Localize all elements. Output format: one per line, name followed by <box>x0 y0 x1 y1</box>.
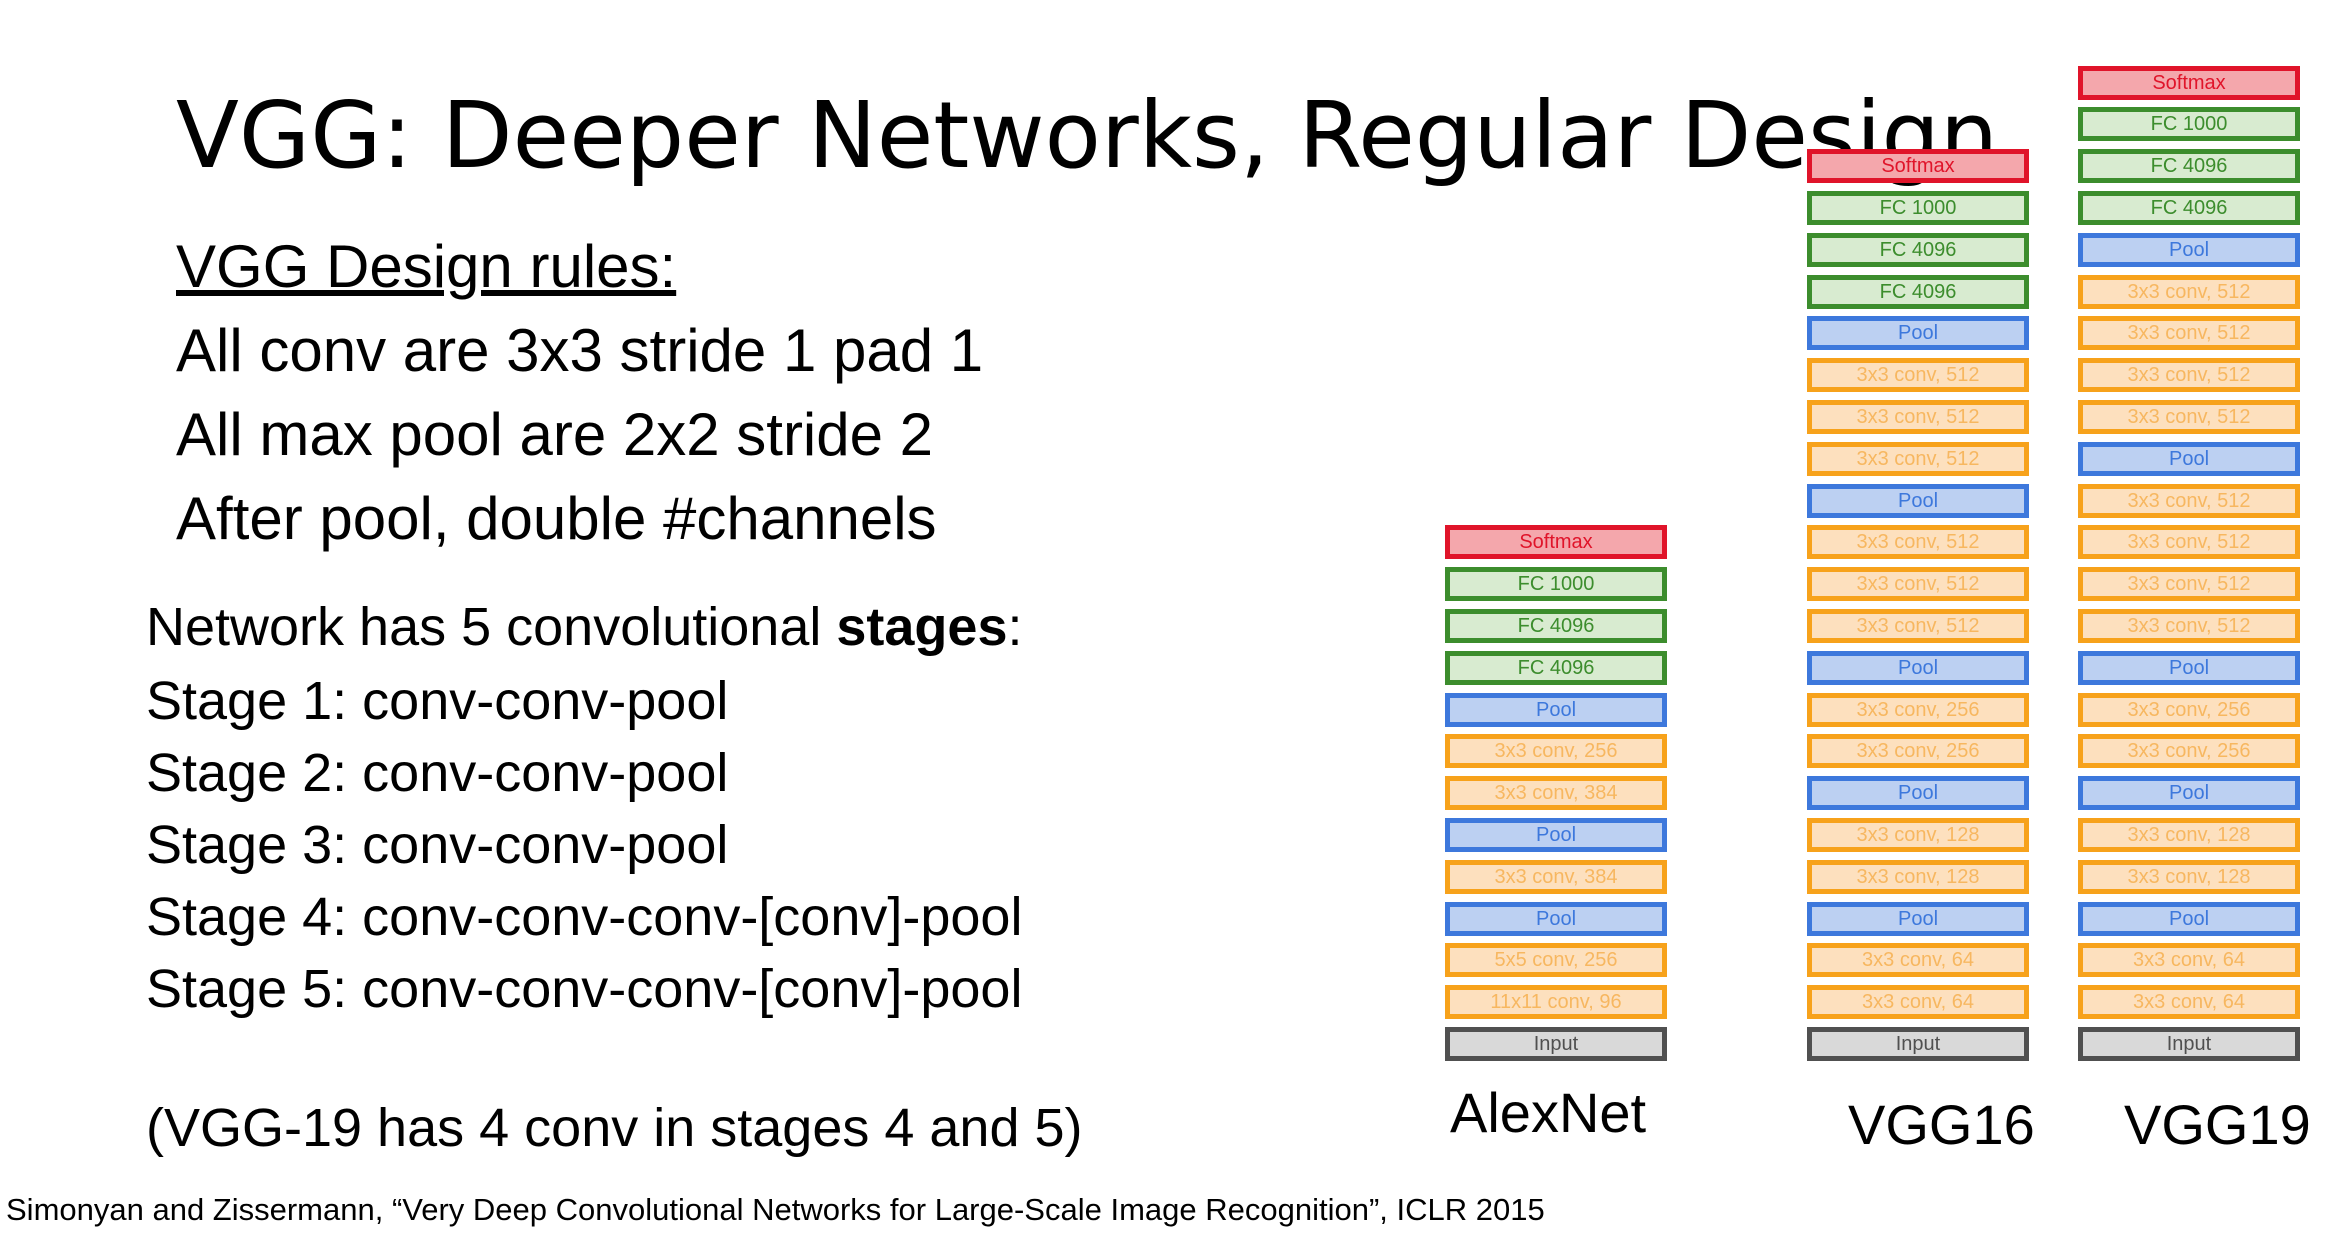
layer-input: Input <box>2078 1027 2300 1061</box>
layer-conv: 3x3 conv, 512 <box>2078 400 2300 434</box>
layer-input: Input <box>1807 1027 2029 1061</box>
layer-fc: FC 1000 <box>2078 107 2300 142</box>
layer-conv: 3x3 conv, 64 <box>1807 943 2029 978</box>
layer-fc: FC 4096 <box>1445 650 1667 685</box>
layer-softmax: Softmax <box>2078 65 2300 100</box>
stages-intro-colon: : <box>1007 597 1023 657</box>
layer-fc: FC 4096 <box>1807 274 2029 309</box>
layer-softmax: Softmax <box>1807 149 2029 184</box>
layer-conv: 3x3 conv, 256 <box>2078 692 2300 727</box>
layer-pool: Pool <box>1807 316 2029 351</box>
layer-conv: 3x3 conv, 64 <box>2078 985 2300 1020</box>
layer-conv: 3x3 conv, 64 <box>2078 943 2300 978</box>
layer-pool: Pool <box>1445 692 1667 727</box>
stage-line: Stage 3: conv-conv-pool <box>146 815 729 875</box>
layer-conv: 3x3 conv, 128 <box>1807 859 2029 894</box>
stage-line: Stage 2: conv-conv-pool <box>146 743 729 803</box>
design-rule: All conv are 3x3 stride 1 pad 1 <box>176 317 984 384</box>
layer-conv: 3x3 conv, 256 <box>1807 734 2029 769</box>
layer-pool: Pool <box>2078 776 2300 811</box>
layer-conv: 3x3 conv, 512 <box>2078 358 2300 393</box>
design-rules-heading: VGG Design rules: <box>176 233 677 300</box>
layer-softmax: Softmax <box>1445 525 1667 560</box>
layer-input: Input <box>1445 1027 1667 1061</box>
layer-pool: Pool <box>2078 232 2300 267</box>
layer-conv: 3x3 conv, 512 <box>1807 400 2029 434</box>
layer-conv: 3x3 conv, 512 <box>2078 274 2300 309</box>
layer-conv: 3x3 conv, 384 <box>1445 859 1667 894</box>
layer-fc: FC 4096 <box>1445 609 1667 643</box>
layer-conv: 3x3 conv, 512 <box>1807 358 2029 393</box>
layer-pool: Pool <box>1807 776 2029 811</box>
layer-fc: FC 1000 <box>1807 191 2029 225</box>
stage-line: Stage 1: conv-conv-pool <box>146 671 729 731</box>
layer-conv: 3x3 conv, 128 <box>2078 818 2300 852</box>
layer-conv: 3x3 conv, 128 <box>2078 859 2300 894</box>
stages-intro: Network has 5 convolutional stages: <box>146 596 1023 658</box>
slide-title: VGG: Deeper Networks, Regular Design <box>176 82 1999 189</box>
layer-conv: 3x3 conv, 64 <box>1807 985 2029 1020</box>
layer-conv: 3x3 conv, 512 <box>2078 567 2300 602</box>
layer-pool: Pool <box>1807 650 2029 685</box>
layer-conv: 3x3 conv, 256 <box>1807 692 2029 727</box>
layer-pool: Pool <box>1445 901 1667 936</box>
layer-pool: Pool <box>1807 901 2029 936</box>
design-rule: All max pool are 2x2 stride 2 <box>176 401 934 468</box>
layer-conv: 3x3 conv, 512 <box>1807 609 2029 643</box>
layer-conv: 3x3 conv, 512 <box>1807 525 2029 560</box>
citation: Simonyan and Zissermann, “Very Deep Conv… <box>6 1192 1545 1227</box>
stage-line: Stage 4: conv-conv-conv-[conv]-pool <box>146 887 1023 947</box>
layer-conv: 3x3 conv, 512 <box>1807 441 2029 476</box>
stage-line: Stage 5: conv-conv-conv-[conv]-pool <box>146 959 1023 1019</box>
layer-fc: FC 4096 <box>2078 191 2300 225</box>
layer-conv: 11x11 conv, 96 <box>1445 985 1667 1020</box>
layer-conv: 3x3 conv, 512 <box>1807 567 2029 602</box>
layer-conv: 3x3 conv, 512 <box>2078 609 2300 643</box>
layer-conv: 3x3 conv, 128 <box>1807 818 2029 852</box>
layer-conv: 3x3 conv, 512 <box>2078 525 2300 560</box>
layer-pool: Pool <box>1807 483 2029 518</box>
vgg19-note: (VGG-19 has 4 conv in stages 4 and 5) <box>146 1098 1083 1158</box>
stages-intro-bold: stages <box>836 597 1008 657</box>
layer-conv: 3x3 conv, 512 <box>2078 483 2300 518</box>
layer-pool: Pool <box>1445 818 1667 852</box>
network-label: VGG19 <box>2124 1093 2311 1156</box>
layer-conv: 3x3 conv, 384 <box>1445 776 1667 811</box>
layer-fc: FC 1000 <box>1445 567 1667 602</box>
layer-pool: Pool <box>2078 650 2300 685</box>
layer-pool: Pool <box>2078 901 2300 936</box>
layer-fc: FC 4096 <box>1807 232 2029 267</box>
layer-conv: 3x3 conv, 256 <box>2078 734 2300 769</box>
layer-conv: 5x5 conv, 256 <box>1445 943 1667 978</box>
network-label: VGG16 <box>1848 1093 2035 1156</box>
stages-intro-text: Network has 5 convolutional <box>146 597 837 657</box>
layer-conv: 3x3 conv, 256 <box>1445 734 1667 769</box>
layer-conv: 3x3 conv, 512 <box>2078 316 2300 351</box>
network-label: AlexNet <box>1450 1081 1647 1144</box>
design-rule: After pool, double #channels <box>176 485 937 552</box>
layer-pool: Pool <box>2078 441 2300 476</box>
layer-fc: FC 4096 <box>2078 149 2300 184</box>
